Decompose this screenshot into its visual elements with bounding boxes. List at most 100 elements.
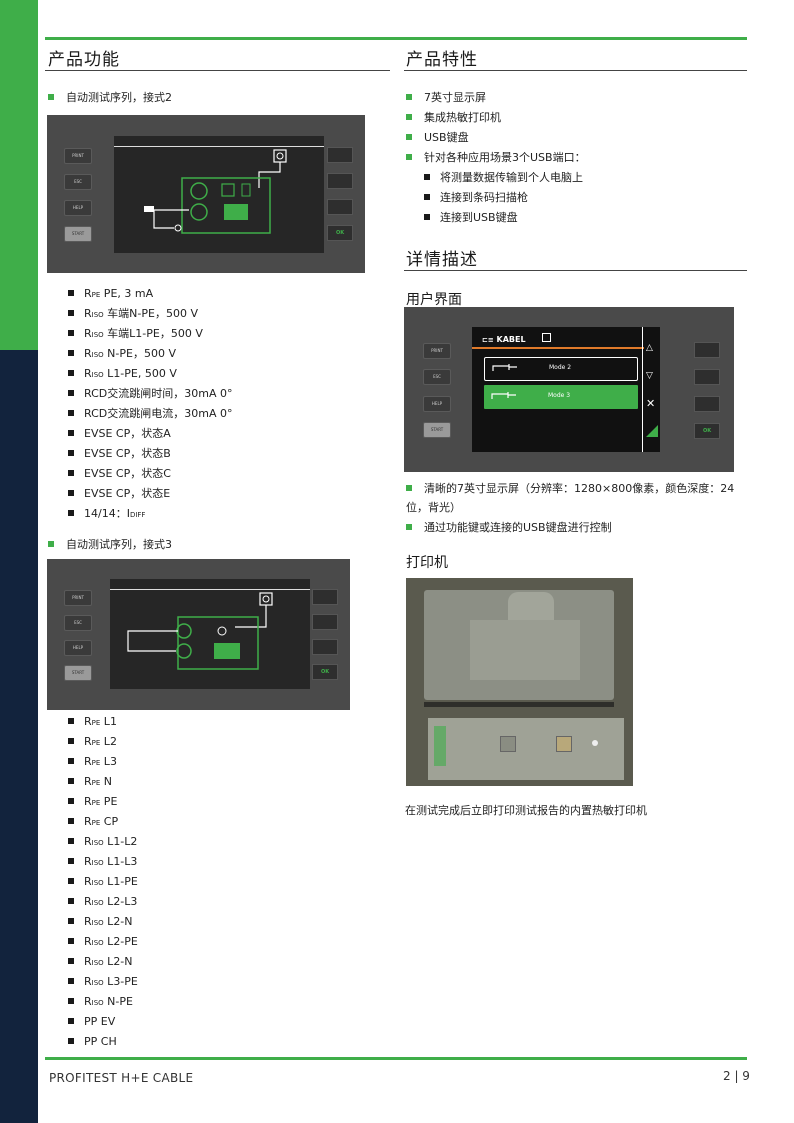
- item-text: R: [84, 327, 92, 340]
- item-text: R: [84, 895, 92, 908]
- item-text-suffix: L2-L3: [103, 895, 138, 908]
- item-text: EVSE CP，状态E: [84, 487, 171, 500]
- ok-key: OK: [327, 225, 353, 241]
- item-text: R: [84, 815, 92, 828]
- list-item: EVSE CP，状态A: [68, 424, 232, 444]
- item-subscript: ISO: [91, 311, 104, 319]
- item-text: R: [84, 307, 92, 320]
- info-icon: [542, 333, 552, 342]
- bullet-square-icon: [68, 430, 74, 436]
- list-item: RISO L1-L3: [68, 852, 138, 872]
- feature-item: 7英寸显示屏: [406, 89, 486, 105]
- list-item: RCD交流跳闸电流，30mA 0°: [68, 404, 232, 424]
- esc-key: ESC: [64, 174, 92, 190]
- menu-title: ⊏≡ KABEL: [482, 333, 552, 344]
- usb-sub-item: 将测量数据传输到个人电脑上: [424, 169, 583, 185]
- device-screen: [114, 136, 324, 253]
- item-text-suffix: PE, 3 mA: [100, 287, 154, 300]
- function-key-3: [694, 396, 720, 412]
- list-item: RPE L2: [68, 732, 138, 752]
- paper-slot: [424, 702, 614, 707]
- item-subscript: PE: [91, 799, 101, 807]
- list-item: RPE PE, 3 mA: [68, 284, 232, 304]
- bullet-square-icon: [68, 918, 74, 924]
- connection-diagram-icon: [127, 592, 273, 670]
- item-text: R: [84, 995, 92, 1008]
- item-subscript: ISO: [91, 939, 104, 947]
- close-icon: ✕: [646, 397, 656, 410]
- feature-item: 针对各种应用场景3个USB端口：: [406, 149, 586, 165]
- list-item: RPE L1: [68, 712, 138, 732]
- printer-photo: [406, 578, 633, 786]
- list-item: 14/14：IDIFF: [68, 504, 232, 524]
- footer-product: PROFITEST H+E CABLE: [49, 1071, 194, 1085]
- item-subscript: ISO: [91, 879, 104, 887]
- list-item: EVSE CP，状态C: [68, 464, 232, 484]
- list-item: RISO L1-PE, 500 V: [68, 364, 232, 384]
- connection-diagram-icon: [144, 149, 287, 234]
- item-text: EVSE CP，状态C: [84, 467, 171, 480]
- ui-bullet: 通过功能键或连接的USB键盘进行控制: [406, 519, 612, 535]
- function-key-3: [312, 639, 338, 655]
- list-item: RPE N: [68, 772, 138, 792]
- item-subscript: PE: [91, 719, 101, 727]
- item-subscript: DIFF: [129, 511, 146, 519]
- item-subscript: ISO: [91, 331, 104, 339]
- list-item: RISO L1-L2: [68, 832, 138, 852]
- item-text-suffix: L1: [100, 715, 117, 728]
- item-text: R: [84, 975, 92, 988]
- bullet-square-icon: [68, 758, 74, 764]
- list-item: RISO N-PE: [68, 992, 138, 1012]
- bullet-square-icon: [68, 390, 74, 396]
- item-text: R: [84, 287, 92, 300]
- item-subscript: ISO: [91, 371, 104, 379]
- item-subscript: PE: [91, 739, 101, 747]
- print-key: PRINT: [64, 590, 92, 606]
- page-number: 2 | 9: [723, 1069, 750, 1083]
- heading-rule: [404, 70, 747, 71]
- heading-features: 产品特性: [406, 50, 478, 70]
- item-text: EVSE CP，状态A: [84, 427, 171, 440]
- up-arrow-icon: △: [646, 343, 653, 353]
- item-text-suffix: L3-PE: [103, 975, 138, 988]
- usb-sub-item: 连接到USB键盘: [424, 209, 518, 225]
- item-text-suffix: CP: [100, 815, 119, 828]
- printer-heading: 打印机: [406, 555, 448, 571]
- bullet-square-icon: [68, 838, 74, 844]
- list-item: RPE PE: [68, 792, 138, 812]
- item-text: 14/14：I: [84, 507, 130, 520]
- item-subscript: PE: [91, 819, 101, 827]
- print-key: PRINT: [64, 148, 92, 164]
- list-item: RISO 车端N-PE，500 V: [68, 304, 232, 324]
- brand-stripe: [434, 726, 446, 766]
- item-text: R: [84, 935, 92, 948]
- item-subscript: ISO: [91, 979, 104, 987]
- function-key-1: [327, 147, 353, 163]
- item-text: R: [84, 955, 92, 968]
- device-screen: ⊏≡ KABEL Mode 2 Mode 3 △ ▽ ✕: [472, 327, 660, 452]
- bullet-square-icon: [68, 798, 74, 804]
- list-item: RISO L2-N: [68, 952, 138, 972]
- bullet-square-icon: [68, 310, 74, 316]
- feature-item: USB键盘: [406, 129, 469, 145]
- list-item: RISO 车端L1-PE，500 V: [68, 324, 232, 344]
- usb-sub-item: 连接到条码扫描枪: [424, 189, 528, 205]
- ok-key: OK: [694, 423, 720, 439]
- bullet-square-icon: [68, 898, 74, 904]
- side-accent-bar: [0, 0, 38, 350]
- item-text-suffix: L2-PE: [103, 935, 138, 948]
- printer-caption: 在测试完成后立即打印测试报告的内置热敏打印机: [405, 804, 647, 817]
- footer-rule: [45, 1057, 747, 1060]
- ui-bullet: 清晰的7英寸显示屏（分辨率：1280×800像素，颜色深度：24位，背光）: [406, 482, 735, 514]
- item-text: R: [84, 347, 92, 360]
- list-item: RISO L2-L3: [68, 892, 138, 912]
- item-text: R: [84, 855, 92, 868]
- item-text-suffix: L1-L2: [103, 835, 138, 848]
- item-text: PP CH: [84, 1035, 117, 1048]
- item-text-suffix: N-PE，500 V: [103, 347, 176, 360]
- list-item: RISO L2-PE: [68, 932, 138, 952]
- title-underline: [472, 347, 644, 349]
- item-text: EVSE CP，状态B: [84, 447, 171, 460]
- printer-handle: [508, 592, 554, 622]
